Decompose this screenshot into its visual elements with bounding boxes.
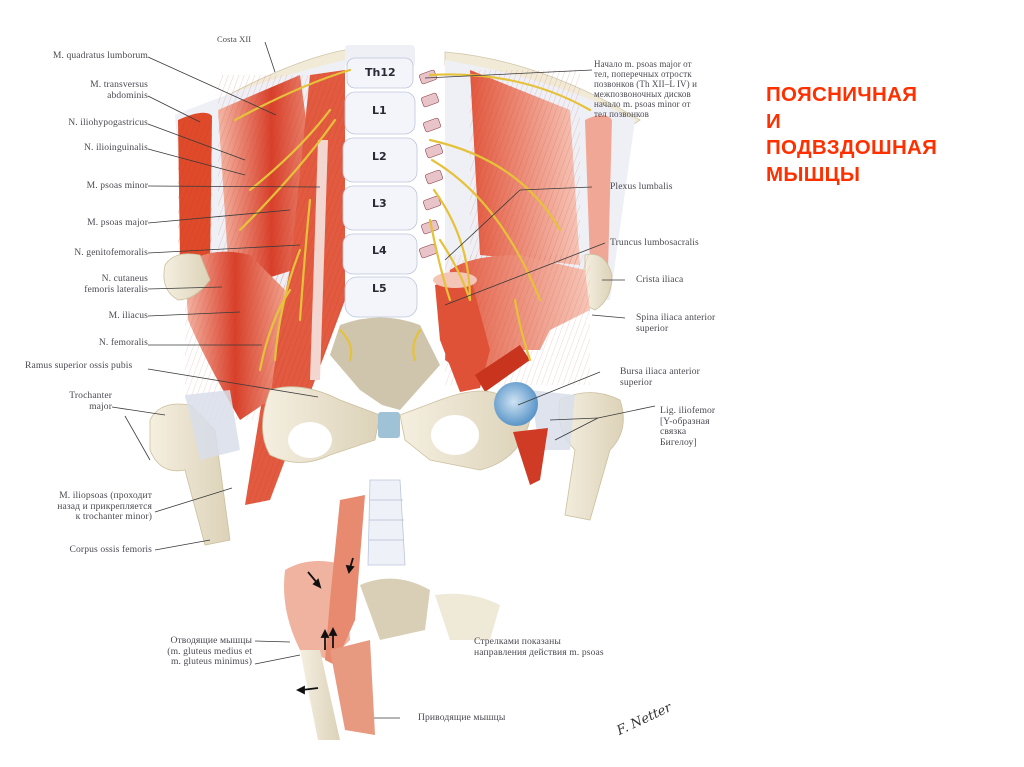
label-abductor-muscles: Отводящие мышцы (m. gluteus medius et m.… <box>167 635 252 667</box>
vertebral-column <box>342 45 443 318</box>
label-femoralis: N. femoralis <box>98 337 148 348</box>
label-psoas-major: M. psoas major <box>87 217 148 228</box>
label-psoas-origin: Начало m. psoas major от тел, поперечных… <box>594 59 698 119</box>
label-costa-xii: Costa XII <box>217 34 252 44</box>
vertebra-l1: L1 <box>372 104 387 117</box>
label-iliacus: M. iliacus <box>108 310 148 321</box>
label-genitofemoralis: N. genitofemoralis <box>74 247 148 258</box>
label-crista-iliaca: Crista iliaca <box>636 274 684 285</box>
vertebra-th12: Th12 <box>365 66 396 79</box>
vertebra-l5: L5 <box>372 282 387 295</box>
label-quadratus-lumborum: M. quadratus lumborum <box>52 50 148 61</box>
label-iliohypogastricus: N. iliohypogastricus <box>68 117 148 128</box>
label-adductor-muscles: Приводящие мышцы <box>418 712 506 723</box>
label-truncus-lumbosacralis: Truncus lumbosacralis <box>610 237 699 248</box>
vertebra-l3: L3 <box>372 197 387 210</box>
label-arrows-note: Стрелками показаны направления действия … <box>474 636 604 658</box>
label-corpus-ossis-femoris: Corpus ossis femoris <box>69 544 152 555</box>
vertebra-l2: L2 <box>372 150 387 163</box>
label-ilioinguinalis: N. ilioinguinalis <box>83 142 148 153</box>
vertebra-l4: L4 <box>372 244 387 257</box>
label-psoas-minor: M. psoas minor <box>86 180 148 191</box>
label-plexus-lumbalis: Plexus lumbalis <box>610 181 673 192</box>
slide-title: ПОЯСНИЧНАЯ И ПОДВЗДОШНАЯ МЫШЦЫ <box>766 83 938 186</box>
inset-illustration <box>284 479 500 740</box>
label-ramus-superior: Ramus superior ossis pubis <box>25 360 133 371</box>
